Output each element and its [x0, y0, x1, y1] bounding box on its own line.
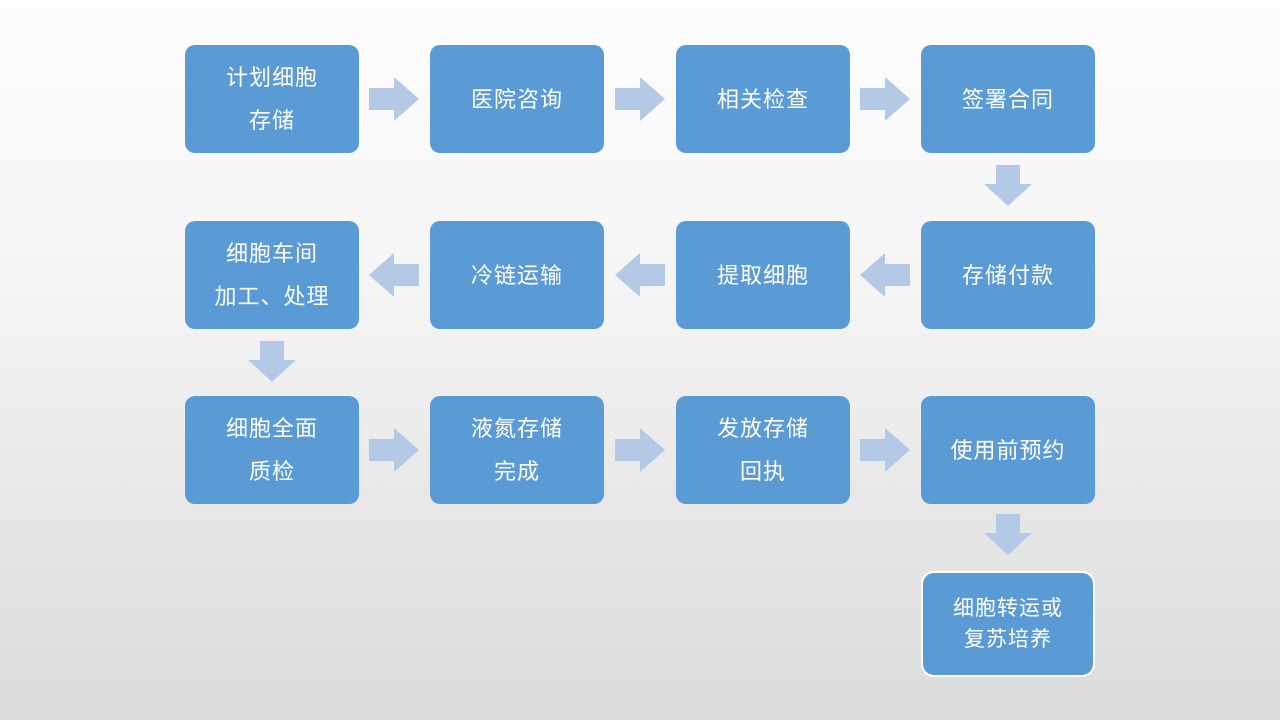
left-arrow-icon: [860, 253, 910, 297]
left-arrow-icon: [369, 253, 419, 297]
step-related-examination: 相关检查: [676, 45, 850, 153]
down-arrow-icon: [984, 165, 1032, 206]
step-hospital-consultation: 医院咨询: [430, 45, 604, 153]
step-storage-payment: 存储付款: [921, 221, 1095, 329]
step-pre-use-appointment: 使用前预约: [921, 396, 1095, 504]
step-cold-chain-transport: 冷链运输: [430, 221, 604, 329]
right-arrow-icon: [615, 77, 665, 121]
right-arrow-icon: [615, 428, 665, 472]
down-arrow-icon: [984, 514, 1032, 555]
step-cell-full-quality-check: 细胞全面 质检: [185, 396, 359, 504]
step-cell-transfer-or-resuscitation: 细胞转运或 复苏培养: [921, 571, 1095, 677]
step-plan-cell-storage: 计划细胞 存储: [185, 45, 359, 153]
step-extract-cells: 提取细胞: [676, 221, 850, 329]
right-arrow-icon: [369, 428, 419, 472]
right-arrow-icon: [860, 77, 910, 121]
right-arrow-icon: [369, 77, 419, 121]
step-issue-storage-receipt: 发放存储 回执: [676, 396, 850, 504]
step-cell-workshop-processing: 细胞车间 加工、处理: [185, 221, 359, 329]
left-arrow-icon: [615, 253, 665, 297]
step-liquid-nitrogen-storage-complete: 液氮存储 完成: [430, 396, 604, 504]
step-sign-contract: 签署合同: [921, 45, 1095, 153]
right-arrow-icon: [860, 428, 910, 472]
down-arrow-icon: [248, 341, 296, 382]
